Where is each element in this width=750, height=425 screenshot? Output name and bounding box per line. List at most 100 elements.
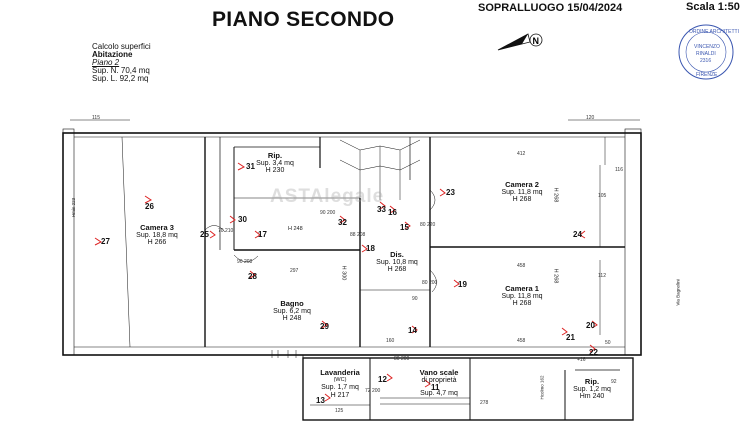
- room-area: Sup. 11,8 mq: [501, 188, 543, 196]
- watermark: ASTAlegale: [270, 186, 385, 207]
- compass-icon: N: [497, 33, 543, 51]
- room-height: Hm 240: [579, 393, 605, 400]
- room-height: H 268: [512, 196, 532, 203]
- dim-label: 160: [386, 338, 395, 344]
- door-dim: 70 210: [218, 228, 234, 234]
- page-title: PIANO SECONDO: [212, 8, 395, 31]
- room-name: Rip.: [267, 151, 283, 160]
- door-dim: 72 200: [365, 388, 381, 394]
- room-camera-2: Camera 2 Sup. 11,8 mq H 268: [501, 181, 542, 204]
- photo-point-13: 13: [316, 396, 325, 405]
- dim-label: 278: [480, 400, 489, 406]
- room-area: Sup. 11,8 mq: [501, 292, 543, 300]
- photo-point-27: 27: [101, 237, 110, 246]
- survey-date: SOPRALLUOGO 15/04/2024: [478, 2, 623, 14]
- photo-point-15: 15: [400, 223, 409, 232]
- photo-point-20: 20: [586, 321, 595, 330]
- room-area: Sup. 6,2 mq: [273, 307, 311, 315]
- photo-point-24: 24: [573, 230, 582, 239]
- height-label: H 248: [288, 226, 303, 232]
- room-rip-2: Rip. Sup. 1,2 mq Hm 240: [573, 378, 611, 401]
- height-label: Hcolmo 162: [539, 375, 545, 400]
- room-area: Sup. 3,4 mq: [256, 159, 294, 167]
- calc-line: Sup. N. 70,4 mq: [92, 66, 150, 75]
- door-dim: 90 200: [320, 210, 336, 216]
- photo-point-25: 25: [200, 230, 209, 239]
- photo-point-11: 11: [431, 383, 440, 392]
- dim-label: 115: [92, 115, 100, 121]
- photo-point-30: 30: [238, 215, 247, 224]
- photo-point-23: 23: [446, 188, 455, 197]
- room-area: Sup. 1,2 mq: [573, 385, 611, 393]
- scale-label: Scala 1:50: [686, 1, 740, 13]
- door-dim: 80 220: [420, 222, 436, 228]
- door-dim: 90 208: [237, 259, 253, 265]
- room-name: Vano scale: [419, 368, 459, 377]
- dim-label: 90: [412, 296, 418, 302]
- photo-point-16: 16: [388, 208, 397, 217]
- door-dim: 88 208: [350, 232, 366, 238]
- room-name: Lavanderia: [320, 368, 360, 377]
- room-sub: (WC): [333, 376, 347, 383]
- calc-line: Sup. L. 92,2 mq: [92, 74, 149, 83]
- room-area: Sup. 18,8 mq: [136, 231, 178, 239]
- calc-line: Calcolo superfici: [92, 42, 151, 51]
- photo-point-33: 33: [377, 205, 386, 214]
- dim-label: 412: [517, 151, 526, 157]
- dim-label: 92: [611, 379, 617, 385]
- photo-point-18: 18: [366, 244, 375, 253]
- room-name: Camera 1: [505, 284, 539, 293]
- room-height: H 230: [265, 167, 285, 174]
- dim-label: 50: [605, 340, 611, 346]
- room-name: Camera 2: [505, 180, 539, 189]
- dim-label: 458: [517, 263, 526, 269]
- room-lavanderia: Lavanderia (WC) Sup. 1,7 mq H 217: [320, 369, 360, 399]
- dim-label: 297: [290, 268, 299, 274]
- street-label: Via Bagnolini: [675, 279, 681, 306]
- dim-label: 458: [517, 338, 526, 344]
- dim-label: 116: [615, 167, 623, 173]
- dim-label: 112: [598, 273, 606, 279]
- stamp-name1: VINCENZO: [694, 44, 720, 50]
- room-height: H 217: [330, 391, 350, 399]
- photo-point-17: 17: [258, 230, 267, 239]
- room-name: Rip.: [584, 377, 600, 386]
- room-name: Dis.: [390, 250, 404, 259]
- door-dim: 80 200: [394, 356, 410, 362]
- dim-label: +16: [577, 357, 586, 363]
- room-name: Camera 3: [140, 223, 174, 232]
- room-bagno: Bagno Sup. 6,2 mq H 248: [273, 300, 311, 323]
- height-label: H 268: [552, 268, 559, 284]
- room-height: H 268: [387, 266, 407, 273]
- room-name: Bagno: [280, 299, 304, 308]
- stamp-number: 2316: [700, 58, 711, 64]
- height-label: H 268: [552, 187, 559, 203]
- room-height: H 268: [512, 300, 532, 307]
- photo-point-19: 19: [458, 280, 467, 289]
- photo-point-14: 14: [408, 326, 417, 335]
- room-height: H 248: [282, 315, 302, 322]
- calc-line: Abitazione: [92, 50, 133, 59]
- photo-point-12: 12: [378, 375, 387, 384]
- photo-point-31: 31: [246, 162, 255, 171]
- room-vano-scale: Vano scale di proprietà Sup. 4,7 mq: [420, 369, 459, 398]
- stamp-city: FIRENZE: [696, 72, 718, 78]
- surface-calculation: Calcolo superfici Abitazione Piano 2 Sup…: [92, 43, 151, 83]
- photo-point-32: 32: [338, 218, 347, 227]
- dim-label: 120: [586, 115, 595, 121]
- photo-point-21: 21: [566, 333, 575, 342]
- dim-label: 105: [598, 193, 607, 199]
- height-label: H 300: [340, 265, 347, 281]
- photo-markers: [94, 162, 598, 402]
- photo-point-29: 29: [320, 322, 329, 331]
- height-label: Hmin 223: [71, 197, 77, 218]
- room-dis: Dis. Sup. 10,8 mq H 268: [376, 251, 418, 274]
- room-area: Sup. 10,8 mq: [376, 258, 418, 266]
- dim-label: 125: [335, 408, 344, 414]
- room-area: Sup. 1,7 mq: [321, 384, 359, 391]
- architect-stamp: ORDINE ARCHITETTI VINCENZO RINALDI 2316 …: [678, 24, 739, 80]
- room-camera-3: Camera 3 Sup. 18,8 mq H 266: [136, 224, 178, 247]
- room-area: Sup. 4,7 mq: [420, 390, 458, 397]
- stamp-name2: RINALDI: [696, 51, 716, 57]
